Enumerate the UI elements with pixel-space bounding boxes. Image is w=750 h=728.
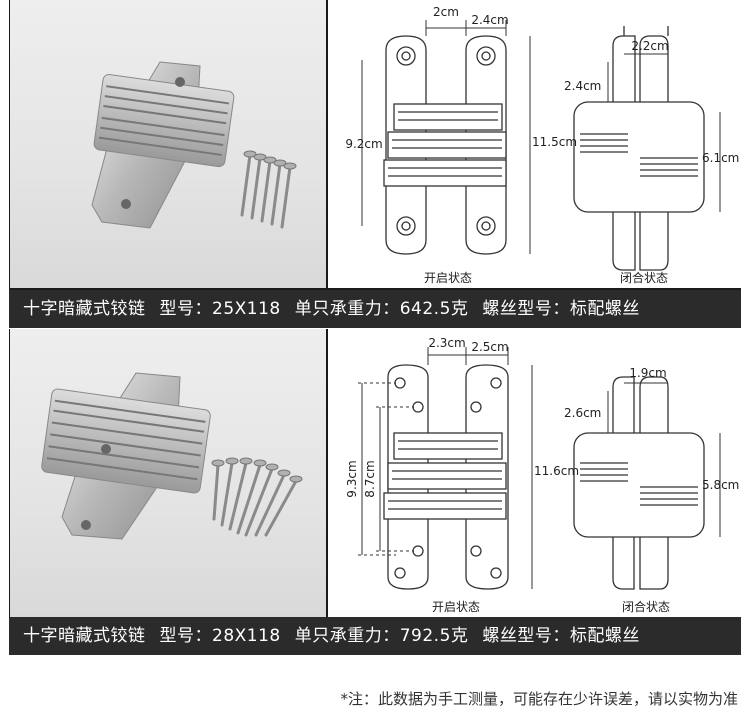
dim-closed-width: 2.2cm: [631, 39, 668, 53]
dim-closed-height: 6.1cm: [702, 151, 739, 165]
caption-load: 单只承重力：792.5克: [294, 626, 469, 646]
dim-closed-width: 1.9cm: [629, 366, 666, 380]
caption-bar-2: 十字暗藏式铰链型号：28X118 单只承重力：792.5克螺丝型号：标配螺丝: [9, 617, 741, 655]
caption-screw: 螺丝型号：标配螺丝: [482, 299, 640, 319]
hinge-photo-2: [10, 329, 326, 617]
hinge-photo-illustration: [41, 372, 303, 540]
dim-closed-height: 5.8cm: [702, 478, 739, 492]
caption-name: 十字暗藏式铰链: [23, 626, 146, 646]
measurement-note: *注：此数据为手工测量，可能存在少许误差，请以实物为准: [340, 690, 738, 708]
dim-right-height: 11.6cm: [534, 464, 579, 478]
hinge-photo-illustration: [91, 61, 297, 229]
dim-top-right: 2.4cm: [471, 13, 508, 27]
dim-closed-top: 2.6cm: [564, 406, 601, 420]
caption-name: 十字暗藏式铰链: [23, 299, 146, 319]
dimension-diagram-2: 2.3cm 2.5cm 9.3cm 8.7cm 11.6cm 1.9cm 2.6…: [328, 329, 741, 617]
hinge-drawing-1: 2cm 2.4cm 9.2cm 11.5cm 2.2cm 2.4cm 6.1cm…: [345, 5, 739, 285]
label-open-state: 开启状态: [432, 600, 480, 614]
dim-top-left: 2cm: [433, 5, 459, 19]
caption-model: 型号：25X118: [159, 299, 281, 319]
label-closed-state: 闭合状态: [620, 270, 668, 285]
caption-screw: 螺丝型号：标配螺丝: [482, 626, 640, 646]
product-panel-1: 2cm 2.4cm 9.2cm 11.5cm 2.2cm 2.4cm 6.1cm…: [9, 0, 741, 328]
dimension-diagram-1: 2cm 2.4cm 9.2cm 11.5cm 2.2cm 2.4cm 6.1cm…: [328, 0, 741, 288]
label-closed-state: 闭合状态: [622, 599, 670, 614]
dim-left-height: 9.2cm: [345, 137, 382, 151]
label-open-state: 开启状态: [424, 271, 472, 285]
dim-top-left: 2.3cm: [428, 336, 465, 350]
caption-load: 单只承重力：642.5克: [294, 299, 469, 319]
caption-bar-1: 十字暗藏式铰链型号：25X118 单只承重力：642.5克螺丝型号：标配螺丝: [9, 290, 741, 328]
dim-top-right: 2.5cm: [471, 340, 508, 354]
dim-left-outer: 9.3cm: [345, 460, 359, 497]
hinge-drawing-2: 2.3cm 2.5cm 9.3cm 8.7cm 11.6cm 1.9cm 2.6…: [345, 336, 739, 614]
product-panel-2: 2.3cm 2.5cm 9.3cm 8.7cm 11.6cm 1.9cm 2.6…: [9, 329, 741, 655]
caption-model: 型号：28X118: [159, 626, 281, 646]
hinge-photo-1: [10, 0, 326, 288]
dim-left-inner: 8.7cm: [363, 460, 377, 497]
dim-closed-top: 2.4cm: [564, 79, 601, 93]
dim-right-height: 11.5cm: [532, 135, 577, 149]
